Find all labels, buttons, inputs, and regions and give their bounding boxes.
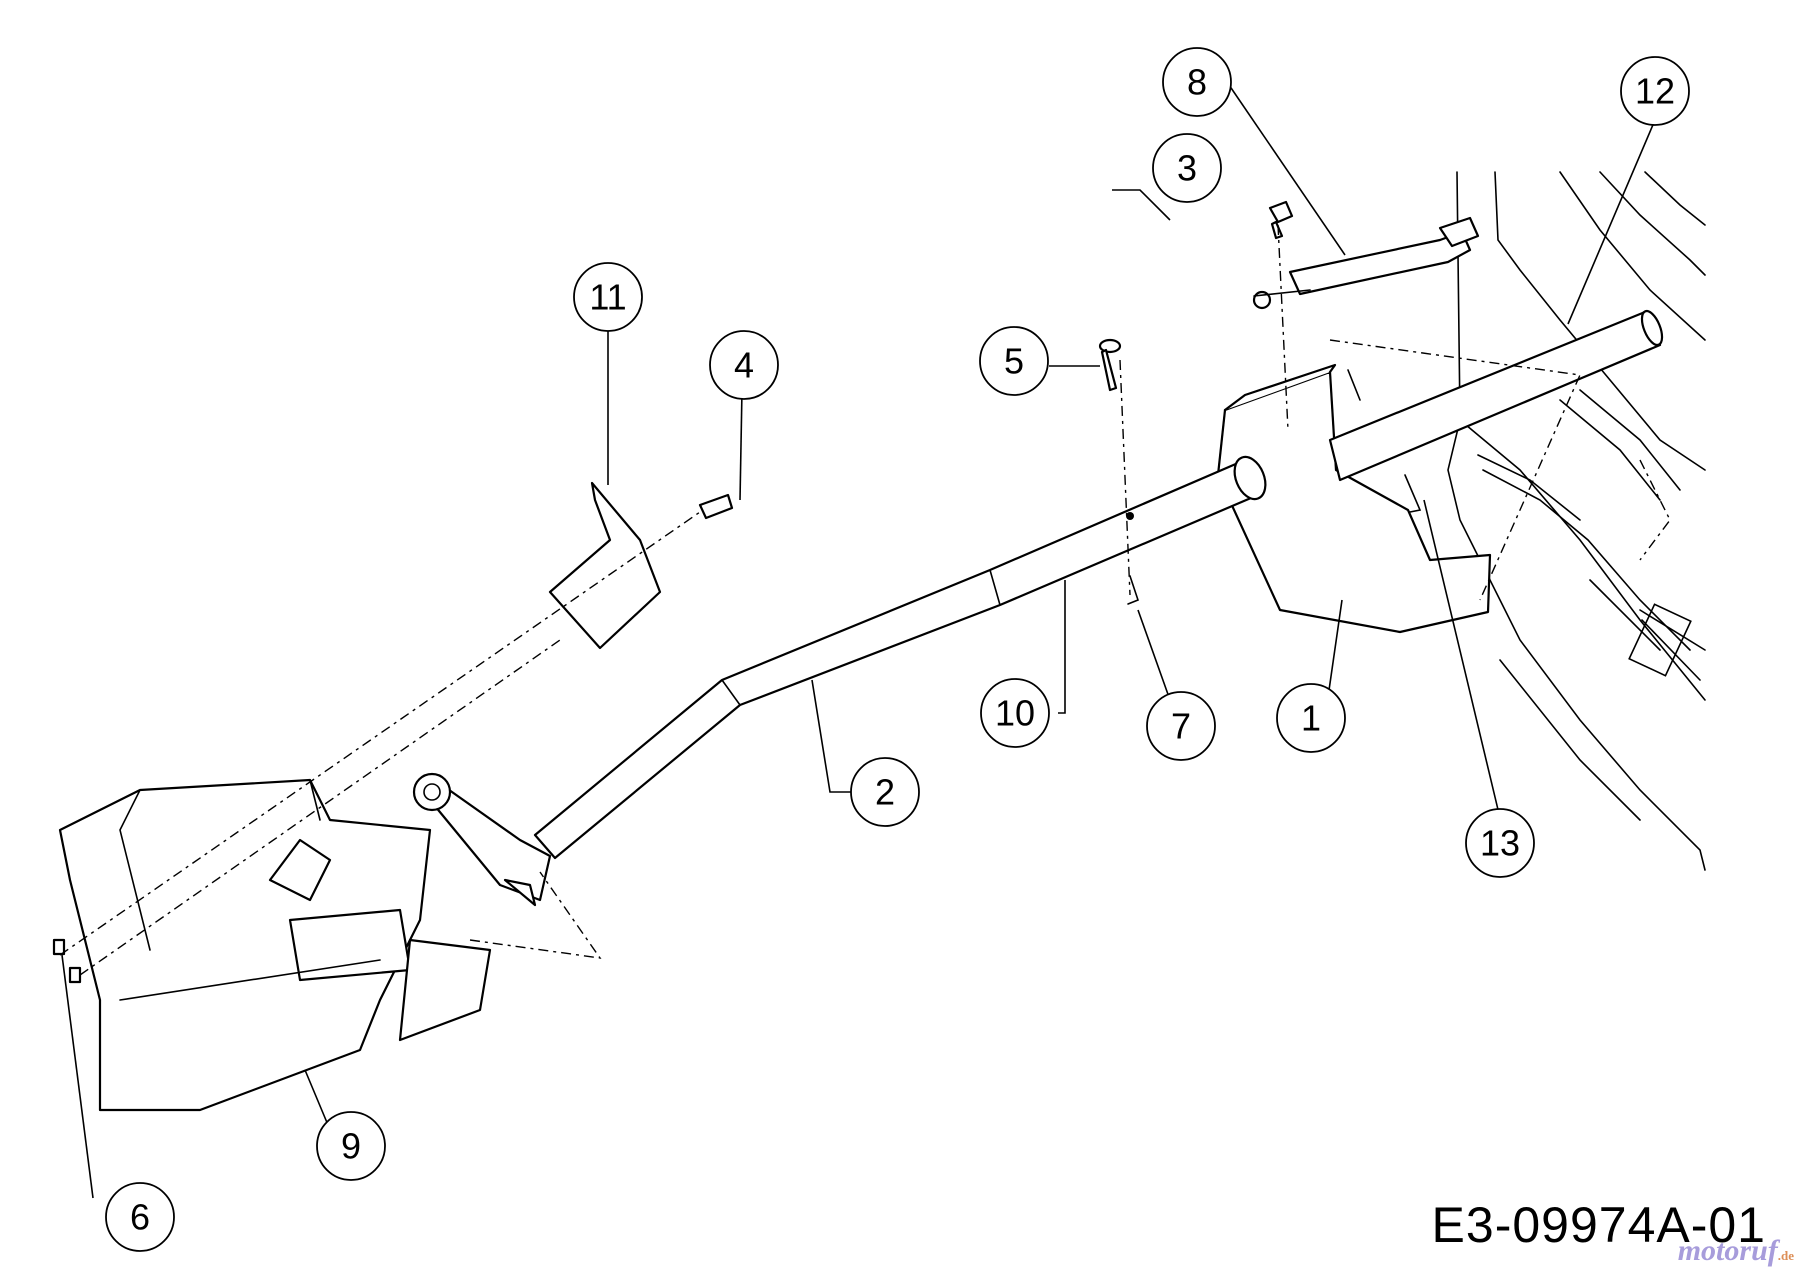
callout-13: 13 [1465, 808, 1535, 878]
callout-7: 7 [1146, 691, 1216, 761]
callout-6: 6 [105, 1182, 175, 1252]
callout-label-2: 2 [875, 772, 895, 813]
callout-label-7: 7 [1171, 706, 1191, 747]
callout-label-5: 5 [1004, 341, 1024, 382]
drawing-number: E3-09974A-01 [1431, 1197, 1766, 1253]
callout-2: 2 [850, 757, 920, 827]
watermark-text: motoruf [1677, 1234, 1778, 1267]
link-bar-part-8 [1252, 216, 1480, 310]
callout-3: 3 [1152, 133, 1222, 203]
callout-label-3: 3 [1177, 148, 1197, 189]
callout-label-4: 4 [734, 345, 754, 386]
bolt-part-4 [698, 493, 734, 520]
deck-frame [1447, 171, 1706, 871]
callout-label-8: 8 [1187, 62, 1207, 103]
callout-label-1: 1 [1301, 698, 1321, 739]
callout-11: 11 [573, 262, 643, 332]
callout-9: 9 [316, 1111, 386, 1181]
callout-label-9: 9 [341, 1126, 361, 1167]
watermark-logo: motoruf.de [1678, 1234, 1794, 1268]
rod-part-12 [1328, 309, 1664, 482]
pin-part-5 [1098, 338, 1122, 392]
hairpin-part-13 [1347, 369, 1422, 513]
callout-1: 1 [1276, 683, 1346, 753]
callout-12: 12 [1620, 56, 1690, 126]
tube-part-2 [533, 455, 1267, 860]
callout-5: 5 [979, 326, 1049, 396]
callout-label-11: 11 [589, 277, 626, 318]
callout-label-12: 12 [1635, 71, 1675, 112]
alignment-lines [59, 224, 1671, 976]
callout-10: 10 [980, 678, 1050, 748]
leader-lines [61, 81, 1656, 1199]
callout-8: 8 [1162, 47, 1232, 117]
callout-label-6: 6 [130, 1197, 150, 1238]
callout-label-10: 10 [995, 693, 1035, 734]
bolt-part-3 [1268, 200, 1294, 240]
bracket-part-11 [548, 481, 662, 650]
pedal-bracket-part-9 [58, 772, 552, 1112]
small-parts-6 [52, 938, 82, 984]
watermark-suffix: .de [1777, 1248, 1794, 1263]
callout-4: 4 [709, 330, 779, 400]
hairpin-part-7 [1127, 575, 1139, 605]
callout-label-13: 13 [1480, 823, 1520, 864]
